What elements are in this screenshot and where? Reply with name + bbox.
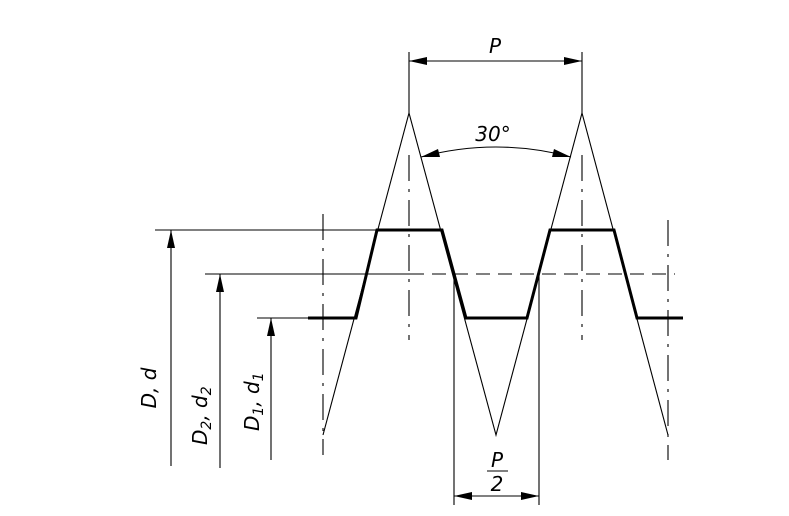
pitch-diameter-d-sub: 2 [199, 386, 215, 395]
angle-label: 30° [475, 122, 510, 146]
minor-diameter-D: D [240, 416, 264, 431]
minor-diameter-sep: , d [240, 381, 264, 407]
half-pitch-numerator: P [491, 448, 504, 472]
pitch-diameter-D-sub: 2 [199, 421, 215, 430]
angle-arrow-left [421, 149, 440, 157]
pitch-diameter-label: D2, d2 [188, 386, 215, 445]
pitch-diameter-D: D [188, 430, 212, 445]
pitch-arrow-left [409, 57, 427, 65]
pitch-label: P [489, 34, 502, 58]
minor-diameter-label: D1, d1 [240, 372, 267, 431]
half-pitch-denominator: 2 [491, 472, 504, 496]
pitch-diameter-arrow [216, 274, 224, 292]
angle-arrow-right [552, 149, 571, 157]
pitch-arrow-right [564, 57, 582, 65]
major-diameter-label: D, d [137, 367, 161, 408]
sharp-v-profile-line [322, 110, 669, 438]
minor-diameter-d-sub: 1 [251, 372, 267, 381]
major-diameter-arrow [167, 230, 175, 248]
angle-arc [420, 146, 572, 158]
pitch-diameter-sep: , d [188, 395, 212, 421]
half-pitch-arrow-left [454, 492, 472, 500]
minor-diameter-arrow [267, 318, 275, 336]
half-pitch-arrow-right [521, 492, 539, 500]
minor-diameter-D-sub: 1 [251, 407, 267, 416]
